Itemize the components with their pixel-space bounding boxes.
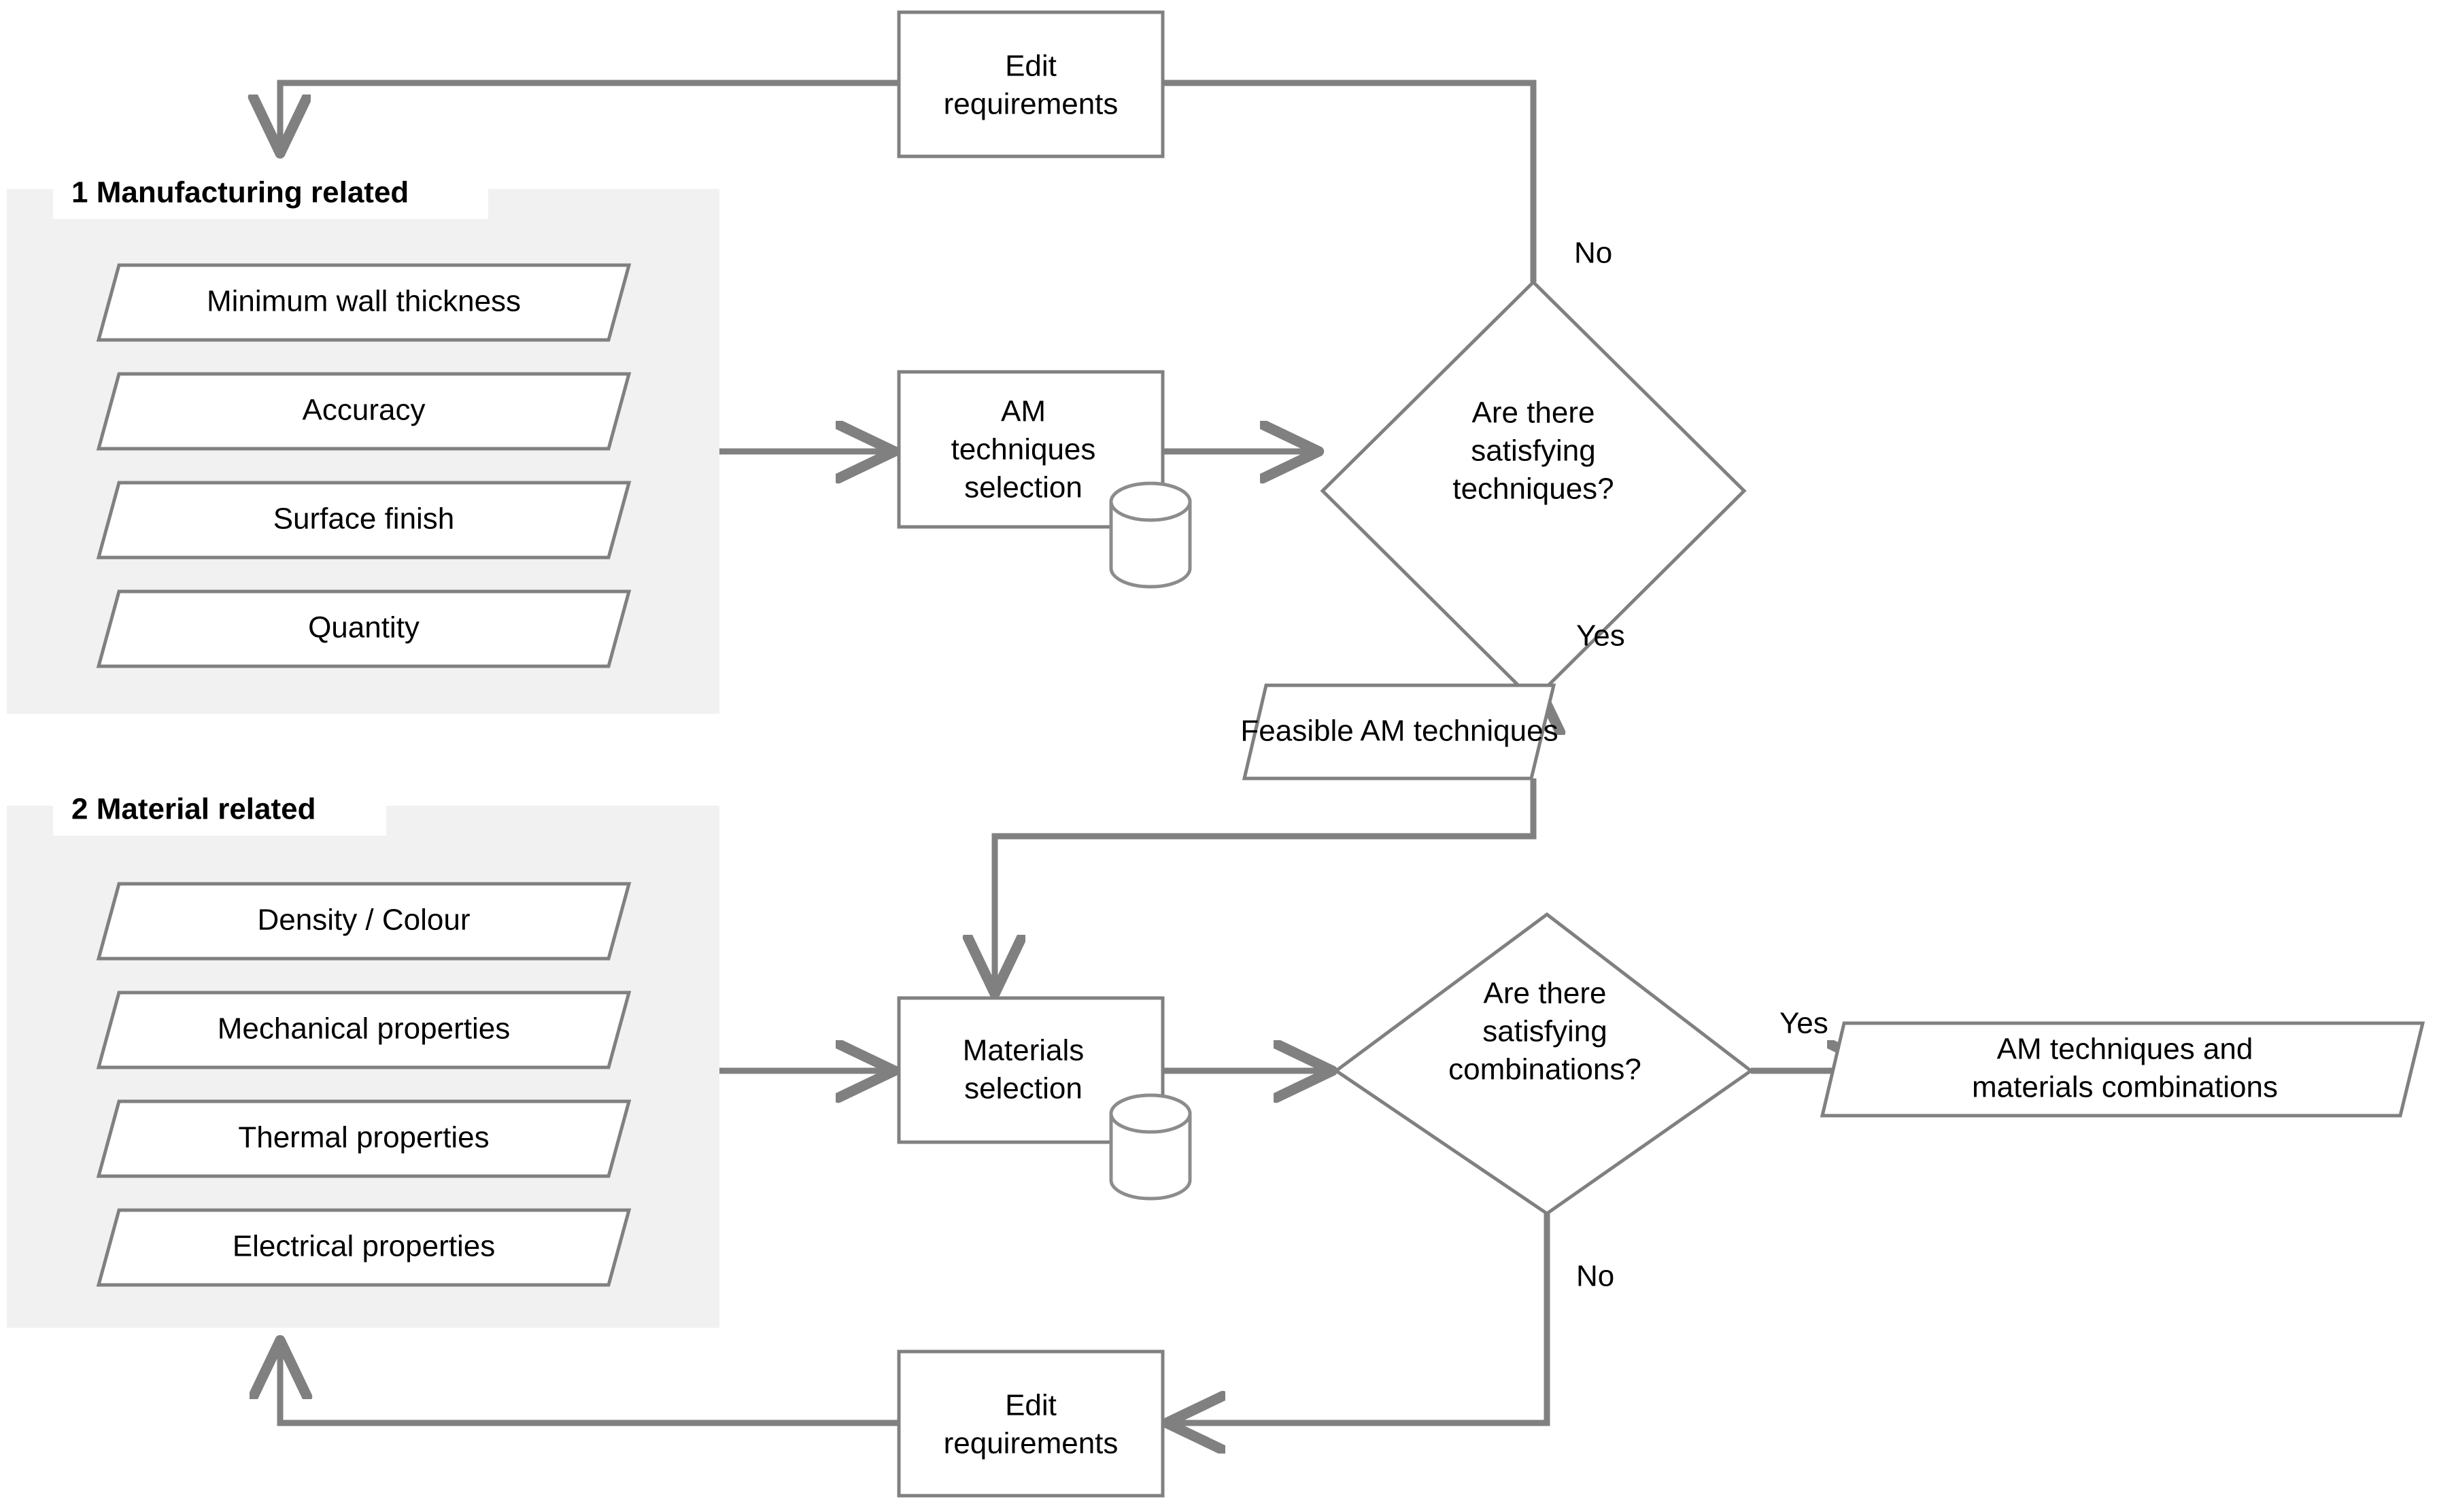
process-edit-requirements-top-line2: requirements [944,88,1119,121]
process-edit-requirements-bottom-line1: Edit [1005,1389,1057,1422]
criterion-mechanical-properties-label: Mechanical properties [218,1012,510,1046]
criterion-minimum-wall-thickness[interactable] [96,263,632,342]
criterion-quantity-label: Quantity [308,611,420,645]
edge-edit-top-to-group1 [280,80,899,151]
process-materials-selection-line2: selection [964,1072,1083,1105]
process-am-techniques-selection-line3: selection [964,471,1083,504]
criterion-density-colour-label: Density / Colour [257,904,470,937]
criterion-surface-finish-label: Surface finish [273,502,455,536]
criterion-mechanical-properties[interactable] [96,991,632,1069]
database-icon-materials [1109,1093,1192,1201]
output-am-materials-combinations-line1: AM techniques and [1997,1033,2253,1066]
decision-satisfying-techniques-line1: Are there [1472,396,1595,430]
decision-satisfying-combinations[interactable] [1333,912,1754,1216]
edge-label-techniques-no: No [1574,237,1612,270]
edge-feasible-to-materials-selection [995,778,1537,991]
group-manufacturing-label-plate [53,170,488,219]
process-edit-requirements-top-line1: Edit [1005,50,1057,83]
criterion-accuracy[interactable] [96,372,632,451]
criterion-thermal-properties-label: Thermal properties [238,1121,489,1154]
decision-satisfying-combinations-line2: satisfying [1482,1015,1607,1048]
edge-no-to-edit-top-a [1163,80,1537,282]
process-am-techniques-selection-line1: AM [1001,395,1046,428]
edge-label-techniques-yes: Yes [1576,619,1625,653]
decision-satisfying-techniques-line2: satisfying [1471,434,1595,468]
process-edit-requirements-top[interactable] [897,10,1165,158]
criterion-surface-finish[interactable] [96,481,632,560]
output-feasible-am-techniques-label: Feasible AM techniques [1240,715,1558,748]
criterion-thermal-properties[interactable] [96,1099,632,1178]
process-am-techniques-selection-line2: techniques [951,433,1096,466]
criterion-electrical-properties-label: Electrical properties [233,1230,495,1263]
criterion-accuracy-label: Accuracy [303,394,426,427]
edge-label-combinations-yes: Yes [1779,1007,1828,1040]
criterion-minimum-wall-thickness-label: Minimum wall thickness [207,285,521,318]
process-edit-requirements-bottom[interactable] [897,1350,1165,1498]
edge-label-combinations-no: No [1576,1260,1614,1293]
edge-edit-bottom-to-group2 [280,1343,899,1426]
edge-no-to-edit-bottom [1169,1214,1550,1423]
decision-satisfying-combinations-line1: Are there [1484,977,1607,1010]
decision-satisfying-techniques-line3: techniques? [1452,472,1614,506]
group-material-label-plate [53,787,386,836]
group-manufacturing-label: 1 Manufacturing related [71,176,409,209]
decision-satisfying-combinations-line3: combinations? [1448,1053,1641,1086]
criterion-electrical-properties[interactable] [96,1208,632,1287]
output-am-materials-combinations-line2: materials combinations [1972,1071,2278,1104]
database-icon-am [1109,481,1192,589]
criterion-density-colour[interactable] [96,882,632,961]
process-edit-requirements-bottom-line2: requirements [944,1427,1119,1460]
output-feasible-am-techniques[interactable] [1242,683,1556,780]
output-am-materials-combinations[interactable] [1820,1021,2425,1118]
group-material-label: 2 Material related [71,793,316,826]
process-materials-selection-line1: Materials [963,1034,1085,1067]
criterion-quantity[interactable] [96,589,632,668]
